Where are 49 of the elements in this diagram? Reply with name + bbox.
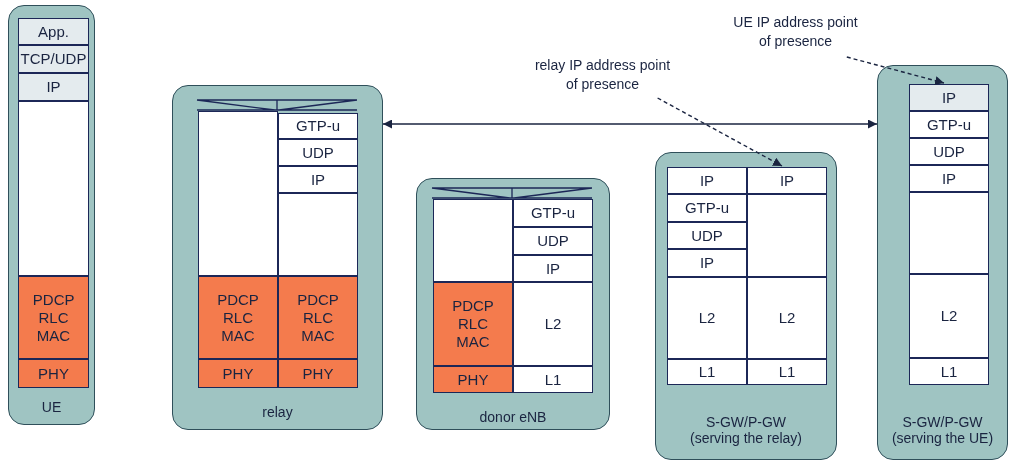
protocol-layer: IP xyxy=(667,249,747,277)
device-panel xyxy=(8,5,95,425)
protocol-layer: L2 xyxy=(513,282,593,366)
protocol-layer: App. xyxy=(18,18,89,45)
protocol-layer: IP xyxy=(909,165,989,192)
protocol-layer: L2 xyxy=(909,274,989,358)
protocol-layer: PHY xyxy=(433,366,513,393)
device-panel xyxy=(172,85,383,430)
device-label: UE xyxy=(40,399,63,415)
protocol-layer: PDCP RLC MAC xyxy=(198,276,278,359)
device-label: relay xyxy=(261,404,294,420)
protocol-layer: UDP xyxy=(278,139,358,166)
protocol-layer: L1 xyxy=(747,359,827,385)
protocol-layer: IP xyxy=(513,255,593,282)
leader-line xyxy=(656,97,783,167)
protocol-layer: GTP-u xyxy=(278,113,358,139)
protocol-layer: L2 xyxy=(747,277,827,359)
annotation-text: UE IP address point of presence xyxy=(728,13,863,51)
protocol-layer: GTP-u xyxy=(513,199,593,227)
protocol-layer: IP xyxy=(909,84,989,111)
protocol-layer: L1 xyxy=(909,358,989,385)
protocol-layer: IP xyxy=(747,167,827,194)
protocol-layer: PDCP RLC MAC xyxy=(18,276,89,359)
protocol-layer: PHY xyxy=(198,359,278,388)
protocol-layer: IP xyxy=(667,167,747,194)
annotation-text: relay IP address point of presence xyxy=(530,56,675,94)
leader-line xyxy=(846,56,945,85)
device-panel xyxy=(416,178,610,430)
protocol-layer: UDP xyxy=(667,222,747,249)
device-label: donor eNB xyxy=(478,409,548,425)
device-panel xyxy=(655,152,837,460)
protocol-layer: PDCP RLC MAC xyxy=(278,276,358,359)
double-arrow xyxy=(382,119,878,129)
protocol-layer: L2 xyxy=(667,277,747,359)
protocol-layer: PHY xyxy=(18,359,89,388)
protocol-layer: L1 xyxy=(513,366,593,393)
protocol-layer: PHY xyxy=(278,359,358,388)
device-label: S-GW/P-GW (serving the UE) xyxy=(890,414,995,446)
protocol-layer: UDP xyxy=(513,227,593,255)
device-panel xyxy=(877,65,1008,460)
protocol-layer: GTP-u xyxy=(667,194,747,222)
protocol-layer: PDCP RLC MAC xyxy=(433,282,513,366)
protocol-layer: L1 xyxy=(667,359,747,385)
protocol-layer: TCP/UDP xyxy=(18,45,89,73)
device-label: S-GW/P-GW (serving the relay) xyxy=(688,414,803,446)
protocol-layer: UDP xyxy=(909,138,989,165)
protocol-layer: IP xyxy=(278,166,358,193)
protocol-layer: IP xyxy=(18,73,89,101)
protocol-layer: GTP-u xyxy=(909,111,989,138)
